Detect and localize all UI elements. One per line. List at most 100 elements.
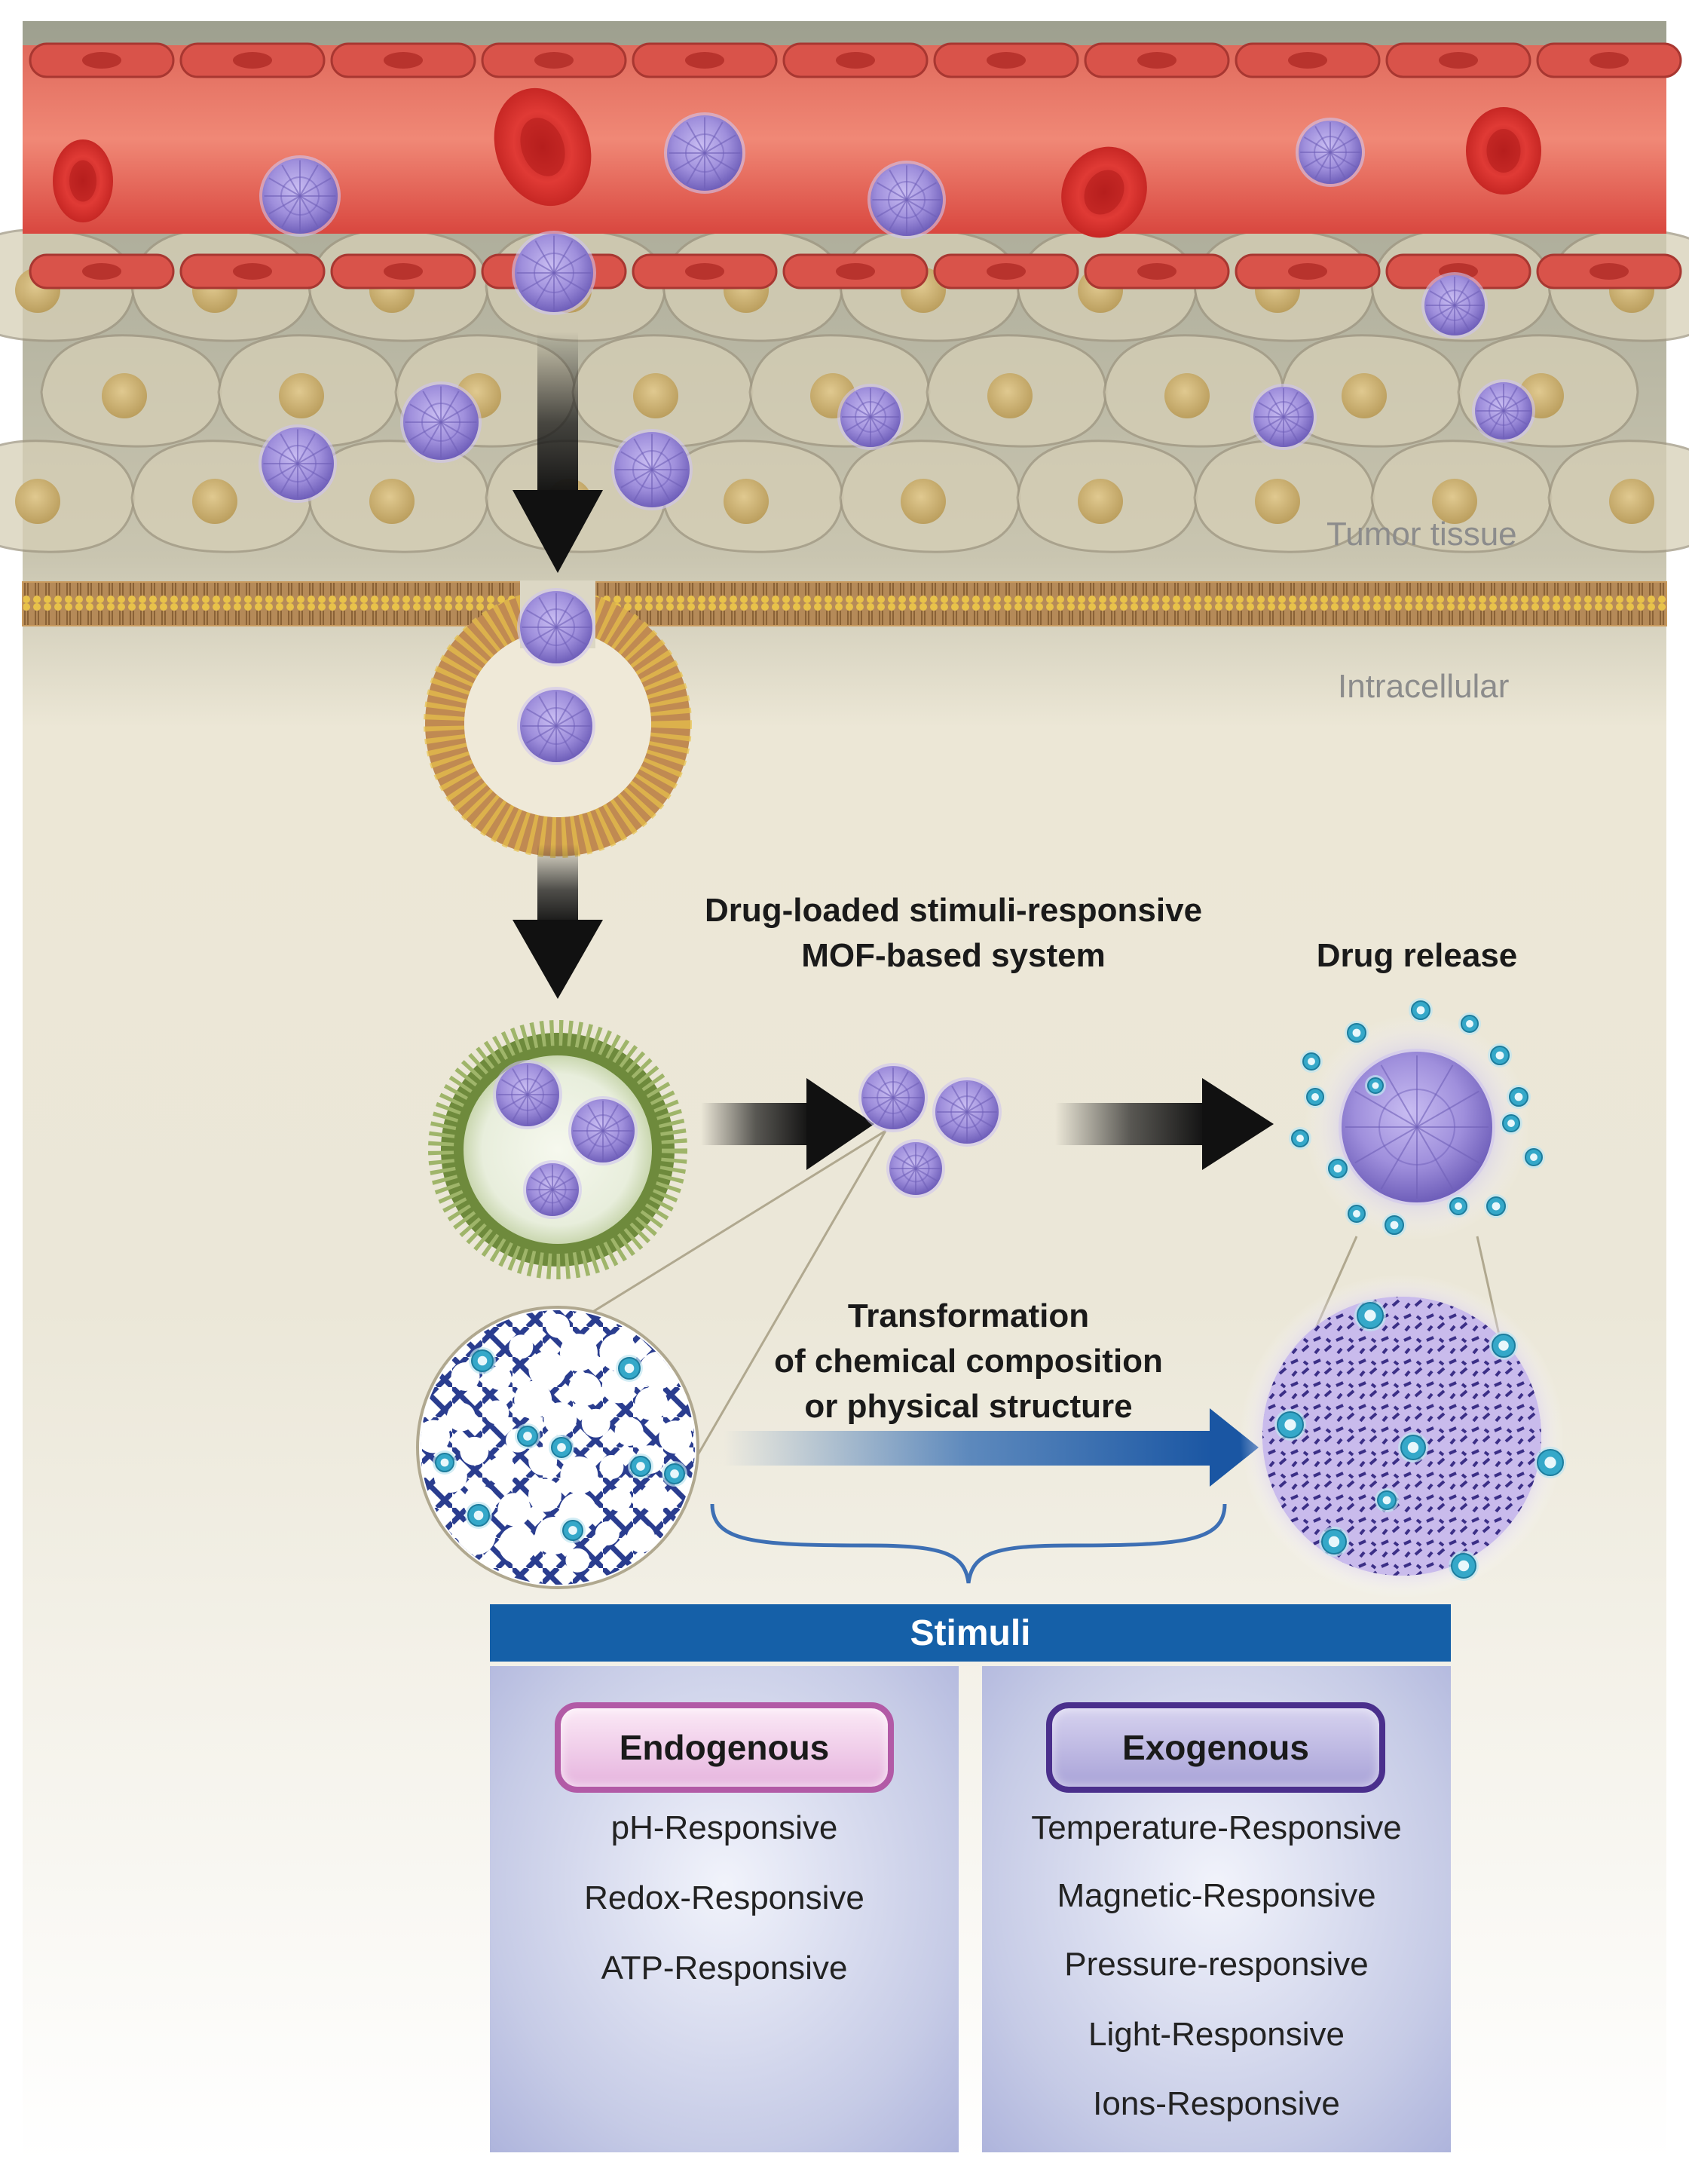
drug-molecule-icon bbox=[1409, 998, 1433, 1022]
drug-molecule-icon bbox=[1489, 1331, 1518, 1360]
nanoparticle-icon bbox=[1472, 379, 1535, 443]
cell-nucleus bbox=[102, 373, 147, 418]
mof-pore bbox=[509, 1334, 534, 1359]
drug-molecule-icon bbox=[1522, 1146, 1545, 1169]
endothelial-nucleus bbox=[534, 52, 574, 69]
cell-nucleus bbox=[1078, 479, 1123, 524]
endothelial-nucleus bbox=[1439, 52, 1478, 69]
drug-molecule-icon bbox=[560, 1518, 586, 1543]
cell-nucleus bbox=[369, 479, 415, 524]
endothelial-nucleus bbox=[836, 52, 875, 69]
mof-pore bbox=[546, 1313, 570, 1338]
exogenous-panel: Exogenous Temperature-Responsive Magneti… bbox=[982, 1666, 1451, 2152]
endothelial-nucleus bbox=[233, 263, 272, 280]
endothelial-nucleus bbox=[233, 52, 272, 69]
drug-molecule-icon bbox=[1326, 1156, 1350, 1181]
drug-molecule-icon bbox=[1534, 1447, 1566, 1478]
mof-pore bbox=[446, 1402, 476, 1432]
mof-pore bbox=[498, 1526, 537, 1564]
cell-membrane bbox=[22, 580, 1667, 858]
endothelial-nucleus bbox=[384, 263, 423, 280]
mof-lattice-icon bbox=[416, 1306, 699, 1589]
endothelial-nucleus bbox=[1288, 263, 1327, 280]
blood-vessel bbox=[23, 42, 1682, 289]
exogenous-item: Pressure-responsive bbox=[1064, 1946, 1369, 1983]
drug-molecule-icon bbox=[1447, 1195, 1470, 1218]
drug-molecule-icon bbox=[1365, 1075, 1386, 1096]
drug-molecule-icon bbox=[1449, 1551, 1479, 1581]
endothelial-nucleus bbox=[82, 263, 121, 280]
drug-molecule-icon bbox=[1319, 1527, 1349, 1557]
cell-nucleus bbox=[1342, 373, 1387, 418]
cell-nucleus bbox=[279, 373, 324, 418]
nanoparticle-icon bbox=[611, 429, 693, 510]
drug-molecule-icon bbox=[515, 1423, 540, 1449]
label-system-line2: MOF-based system bbox=[801, 937, 1106, 974]
nanoparticle-icon bbox=[517, 687, 595, 765]
endothelial-nucleus bbox=[987, 263, 1026, 280]
cell-nucleus bbox=[1432, 479, 1477, 524]
endothelial-nucleus bbox=[836, 263, 875, 280]
nanoparticle-icon bbox=[858, 1063, 928, 1132]
down-arrow-icon bbox=[513, 844, 603, 999]
label-system-title: Drug-loaded stimuli-responsive MOF-based… bbox=[633, 888, 1274, 979]
label-intracellular: Intracellular bbox=[1338, 668, 1510, 705]
right-arrow-icon bbox=[701, 1078, 874, 1170]
drug-molecule-icon bbox=[1304, 1086, 1326, 1108]
label-transformation: Transformation of chemical composition o… bbox=[724, 1294, 1213, 1429]
label-transform-line2: of chemical composition bbox=[774, 1343, 1163, 1380]
drug-molecule-icon bbox=[1500, 1112, 1522, 1135]
drug-release-cluster bbox=[1289, 998, 1545, 1240]
mof-pore bbox=[497, 1493, 531, 1527]
exogenous-item: Ions-Responsive bbox=[1093, 2085, 1340, 2122]
cell-nucleus bbox=[1609, 479, 1654, 524]
cell-nucleus bbox=[1164, 373, 1210, 418]
mof-pore bbox=[514, 1380, 552, 1419]
nanoparticle-icon bbox=[1296, 118, 1365, 187]
drug-molecule-icon bbox=[1398, 1432, 1428, 1463]
nanoparticle-icon bbox=[493, 1060, 562, 1129]
down-arrow-icon bbox=[513, 332, 603, 573]
mof-pore bbox=[599, 1455, 624, 1480]
endothelial-nucleus bbox=[987, 52, 1026, 69]
endothelial-nucleus bbox=[685, 52, 724, 69]
drug-molecule-icon bbox=[1345, 1021, 1369, 1045]
mof-pore bbox=[560, 1456, 598, 1494]
drug-molecule-icon bbox=[662, 1461, 687, 1487]
mof-pore bbox=[421, 1420, 450, 1453]
mof-pore bbox=[543, 1402, 577, 1436]
nanoparticle-icon bbox=[568, 1096, 638, 1166]
mof-pore bbox=[635, 1387, 669, 1421]
exogenous-title: Exogenous bbox=[1122, 1728, 1309, 1767]
endogenous-panel: Endogenous pH-Responsive Redox-Responsiv… bbox=[490, 1666, 959, 2152]
endothelial-nucleus bbox=[384, 52, 423, 69]
nanoparticle-icon bbox=[523, 1160, 582, 1219]
mof-pore bbox=[614, 1417, 644, 1447]
cell-nucleus bbox=[633, 373, 678, 418]
endothelial-nucleus bbox=[1137, 263, 1176, 280]
nanoparticle-icon bbox=[1339, 1049, 1495, 1205]
drug-molecule-icon bbox=[1300, 1050, 1323, 1073]
label-tumor-tissue: Tumor tissue bbox=[1326, 516, 1517, 553]
mof-pore bbox=[659, 1420, 693, 1454]
red-blood-cell-icon bbox=[1466, 107, 1541, 195]
drug-molecule-icon bbox=[1382, 1213, 1406, 1237]
drug-molecule-icon bbox=[465, 1502, 492, 1529]
drug-molecule-icon bbox=[1289, 1127, 1311, 1150]
nanoparticle-icon bbox=[664, 112, 745, 194]
cell-nucleus bbox=[901, 479, 946, 524]
right-arrow-icon bbox=[1055, 1078, 1274, 1170]
nanoparticle-icon bbox=[1421, 272, 1488, 338]
label-drug-release: Drug release bbox=[1316, 937, 1518, 974]
mof-pore bbox=[565, 1548, 590, 1573]
drug-molecule-icon bbox=[1375, 1488, 1399, 1512]
stimuli-header: Stimuli bbox=[490, 1604, 1451, 1662]
endothelial-nucleus bbox=[685, 263, 724, 280]
nanoparticle-icon bbox=[259, 424, 337, 503]
nanoparticle-icon bbox=[886, 1139, 945, 1198]
cell-nucleus bbox=[15, 479, 60, 524]
nanoparticle-icon bbox=[1250, 384, 1317, 450]
endogenous-item: pH-Responsive bbox=[610, 1809, 838, 1846]
exogenous-item: Magnetic-Responsive bbox=[1057, 1877, 1376, 1914]
